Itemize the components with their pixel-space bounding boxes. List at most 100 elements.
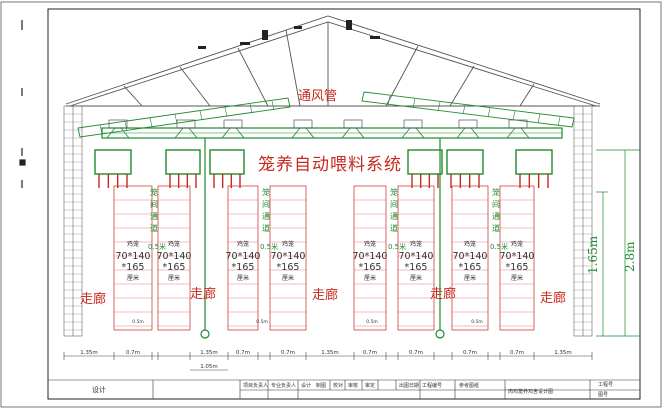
cage-unit (451, 185, 489, 331)
cage-unit-label: 厘米 (282, 274, 294, 282)
cage-height: *165 (459, 262, 482, 273)
hopper-cap (508, 119, 528, 129)
title-design-label: 设计 (92, 385, 106, 394)
aisle-label-char: 笼 (390, 187, 398, 197)
cage-dims: 70*140 (399, 251, 434, 262)
title-pro-manager: 专业负责人 (271, 382, 296, 389)
dim-label: 1.35m (321, 350, 339, 356)
dim-label: 0.7m (363, 350, 377, 356)
cage-unit-label: 厘米 (511, 274, 523, 282)
title-check: 校对 (333, 382, 343, 389)
feeding-box (407, 149, 443, 175)
cage-height: *165 (122, 262, 145, 273)
cage-height: *165 (506, 262, 529, 273)
corridor-label-5: 走廊 (540, 290, 566, 306)
feeding-box (94, 149, 132, 175)
hopper-cap (458, 119, 478, 129)
cage-dims: 70*140 (116, 251, 151, 262)
height-total-label: 2.8m (623, 241, 637, 272)
height-dimensions (596, 149, 640, 337)
cage-unit (353, 185, 387, 331)
title-block (48, 379, 640, 399)
cage-name: 鸡笼 (127, 240, 139, 248)
dim-label: 0.7m (236, 350, 250, 356)
cage-height: *165 (232, 262, 255, 273)
wall-bricks (64, 113, 592, 331)
aisle-label-char: 通 (150, 211, 158, 221)
roof-hatching (198, 20, 380, 49)
roof-truss (65, 15, 601, 107)
corridor-label-2: 走廊 (190, 286, 216, 302)
cage-dims: 70*140 (271, 251, 306, 262)
dim-label-secondary: 1.05m (200, 364, 218, 370)
hopper-cap (403, 119, 423, 129)
gap-label: 0.5m (132, 319, 144, 325)
gap-label: 0.5m (256, 319, 268, 325)
aisle-label-char: 笼 (262, 187, 270, 197)
water-drop-pipes (200, 138, 445, 339)
feeding-boxes (94, 149, 553, 188)
dim-label: 1.35m (554, 350, 572, 356)
dim-label: 0.7m (510, 350, 524, 356)
hopper-cap (176, 119, 196, 129)
aisle-label-char: 通 (492, 211, 500, 221)
cage-unit-label: 厘米 (464, 274, 476, 282)
feeding-box (209, 149, 245, 175)
cage-dims: 70*140 (157, 251, 192, 262)
corridor-label-1: 走廊 (80, 291, 106, 307)
cage-name: 鸡笼 (511, 240, 523, 248)
aisle-label-char: 道 (262, 223, 270, 233)
cage-name: 鸡笼 (410, 240, 422, 248)
title-sheet-label: 图号 (598, 392, 608, 398)
title-review: 审核 (348, 382, 358, 389)
cage-dims: 70*140 (500, 251, 535, 262)
dim-label: 0.7m (281, 350, 295, 356)
dim-label: 0.7m (126, 350, 140, 356)
title-drawing: 制图 (316, 382, 326, 389)
corridor-label-3: 走廊 (312, 287, 338, 303)
cage-unit (157, 185, 191, 331)
aisle-label-char: 笼 (492, 187, 500, 197)
cage-unit (269, 185, 307, 331)
aisle-label-char: 道 (150, 223, 158, 233)
cage-name: 鸡笼 (464, 240, 476, 248)
cage-height: *165 (359, 262, 382, 273)
aisle-label-char: 间 (390, 200, 398, 209)
feed-conveyor (101, 127, 563, 139)
pipe-end-valve (200, 329, 210, 339)
cage-unit (397, 185, 435, 331)
ventilation-pipe-label: 通风管 (298, 89, 337, 104)
dim-label: 0.7m (463, 350, 477, 356)
cage-rows: 鸡笼70*140*165厘米鸡笼70*140*165厘米鸡笼70*140*165… (113, 185, 535, 331)
feed-hoppers (106, 119, 530, 139)
cage-unit (499, 185, 535, 331)
title-design: 设计 (301, 382, 311, 389)
aisle-label-char: 间 (150, 200, 158, 209)
gap-label: 0.5m (471, 319, 483, 325)
title-date: 出图日期 (399, 382, 419, 389)
gap-label: 0.5m (366, 319, 378, 325)
cage-name: 鸡笼 (282, 240, 294, 248)
aisle-label-char: 道 (492, 223, 500, 233)
aisle-width-label: 0.5米 (260, 242, 278, 251)
cage-dims: 70*140 (453, 251, 488, 262)
title-reference: 参考图纸 (459, 382, 479, 389)
title-drawing-title: 肉鸡笼养鸡舍设计图 (508, 388, 553, 395)
aisle-label-char: 通 (390, 211, 398, 221)
dim-label: 1.35m (80, 350, 98, 356)
aisle-label-char: 间 (262, 200, 270, 209)
hopper-cap (293, 119, 313, 129)
title-approve: 审定 (365, 382, 375, 389)
pipe-end-valve (435, 329, 445, 339)
feeding-box (446, 149, 484, 175)
cage-unit-label: 厘米 (168, 274, 180, 282)
cage-dims: 70*140 (226, 251, 261, 262)
drawing-frame-inner (47, 8, 641, 400)
left-wall (63, 105, 83, 337)
cage-unit-label: 厘米 (410, 274, 422, 282)
feeding-box (515, 149, 553, 175)
hopper-cap (108, 119, 128, 129)
cage-height: *165 (277, 262, 300, 273)
dim-label: 0.7m (409, 350, 423, 356)
